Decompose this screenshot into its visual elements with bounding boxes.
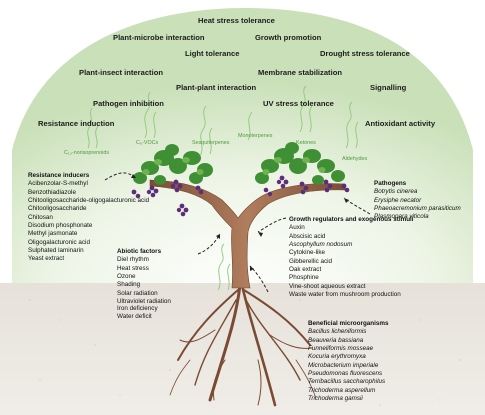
list-item: Shading (117, 281, 141, 289)
list-item: Plasmopara viticola (374, 213, 429, 221)
vine-canopy (133, 142, 345, 185)
list-item: Beauveria bassiana (308, 336, 364, 344)
list-item: Iron deficiency (117, 305, 158, 312)
beneficial-microorganisms-title: Beneficial microorganisms (308, 320, 389, 327)
list-item: Solar radiation (117, 289, 158, 297)
vine-roots (169, 283, 317, 407)
abiotic-factors-soil-box: Iron deficiency Water deficit (117, 305, 158, 322)
list-item: Cytokine-like (289, 249, 326, 257)
list-item: Chitooligosaccharide-oligogalacturonic a… (28, 197, 150, 205)
list-item: Trichoderma asperellum (308, 386, 376, 394)
label-pathogen-inhibition: Pathogen inhibition (93, 99, 164, 108)
label-signalling: Signalling (370, 83, 407, 92)
benefits-dome (12, 8, 473, 300)
list-item: Sulphated laminarin (28, 247, 84, 255)
pathogens-box: Pathogens Botrytis cinerea Erysiphe neca… (374, 180, 461, 222)
volatile-ketones: Ketones (296, 140, 316, 146)
list-item: Yeast extract (28, 255, 65, 263)
list-item: Auxin (289, 224, 305, 232)
list-item: Phosphine (289, 274, 319, 282)
growth-regulators-title: Growth regulators and exogenous stimuli (289, 216, 414, 223)
list-item: Pseudomonas fluorescens (308, 370, 383, 378)
arrow-heads (131, 174, 349, 271)
list-item: Erysiphe necator (374, 196, 422, 204)
soil-specks (29, 299, 461, 406)
volatile-sesquiterpenes: Sesquiterpenes (192, 140, 230, 146)
label-uv-stress-tolerance: UV stress tolerance (263, 99, 334, 108)
list-item: Acibenzolar-S-methyl (28, 180, 88, 188)
resistance-inducers-box: Resistance inducers Acibenzolar-S-methyl… (28, 172, 149, 264)
label-antioxidant-activity: Antioxidant activity (365, 119, 436, 128)
list-item: Bacillus licheniformis (308, 328, 367, 336)
soil-layer (0, 283, 485, 415)
label-membrane-stabilization: Membrane stabilization (258, 68, 342, 77)
label-drought-stress-tolerance: Drought stress tolerance (320, 49, 410, 58)
list-item: Microbacterium imperiale (308, 361, 379, 369)
pathogens-title: Pathogens (374, 180, 407, 187)
list-item: Chitosan (28, 213, 53, 221)
list-item: Gibberellic acid (289, 257, 333, 265)
list-item: Kocuria erythromyxa (308, 353, 366, 361)
list-item: Waste water from mushroom production (289, 291, 401, 299)
abiotic-factors-box: Abiotic factors Diel rhythm Heat stress … (117, 248, 171, 306)
label-plant-insect-interaction: Plant-insect interaction (79, 68, 163, 77)
growth-regulators-box: Growth regulators and exogenous stimuli … (289, 216, 414, 299)
list-item: Oligogalacturonic acid (28, 238, 90, 246)
resistance-inducers-title: Resistance inducers (28, 172, 90, 179)
label-light-tolerance: Light tolerance (185, 49, 240, 58)
volatile-monoterpenes: Monoterpenes (238, 133, 273, 139)
label-heat-stress-tolerance: Heat stress tolerance (198, 16, 275, 25)
list-item: Oak extract (289, 266, 322, 274)
volatile-c13-norisoprenoids: C₁₃-norisoprenoids (64, 150, 110, 156)
list-item: Disodium phosphonate (28, 222, 93, 230)
list-item: Terribacillus saccharophilus (308, 378, 386, 386)
list-item: Phaeoacremonium parasiticum (374, 205, 461, 213)
label-plant-plant-interaction: Plant-plant interaction (176, 83, 257, 92)
list-item: Methyl jasmonate (28, 230, 78, 238)
list-item: Chitooligosaccharide (28, 205, 87, 213)
vine-trunk (149, 179, 346, 289)
list-item: Diel rhythm (117, 256, 149, 264)
list-item: Ascophyllum nodosum (289, 241, 353, 249)
list-item: Benzothiadiazole (28, 188, 76, 196)
list-item: Heat stress (117, 264, 149, 272)
label-growth-promotion: Growth promotion (255, 33, 322, 42)
volatile-aldehydes: Aldehydes (342, 156, 368, 162)
grape-clusters (131, 175, 350, 217)
list-item: Ultraviolet radiation (117, 298, 171, 306)
list-item: Trichoderma gamsii (308, 395, 363, 403)
list-item: Vine-shoot aqueous extract (289, 282, 366, 290)
list-item: Water deficit (117, 313, 152, 321)
label-resistance-induction: Resistance induction (38, 119, 115, 128)
abiotic-factors-title: Abiotic factors (117, 248, 162, 255)
list-item: Funneliformis mosseae (308, 345, 374, 353)
label-plant-microbe-interaction: Plant-microbe interaction (113, 33, 205, 42)
volatile-wisps (87, 85, 359, 291)
list-item: Abscisic acid (289, 232, 326, 240)
beneficial-microorganisms-box: Beneficial microorganisms Bacillus liche… (308, 320, 389, 403)
list-item: Botrytis cinerea (374, 188, 418, 196)
list-item: Ozone (117, 273, 136, 281)
volatile-c6-vocs: C₆-VOCs (136, 140, 159, 146)
